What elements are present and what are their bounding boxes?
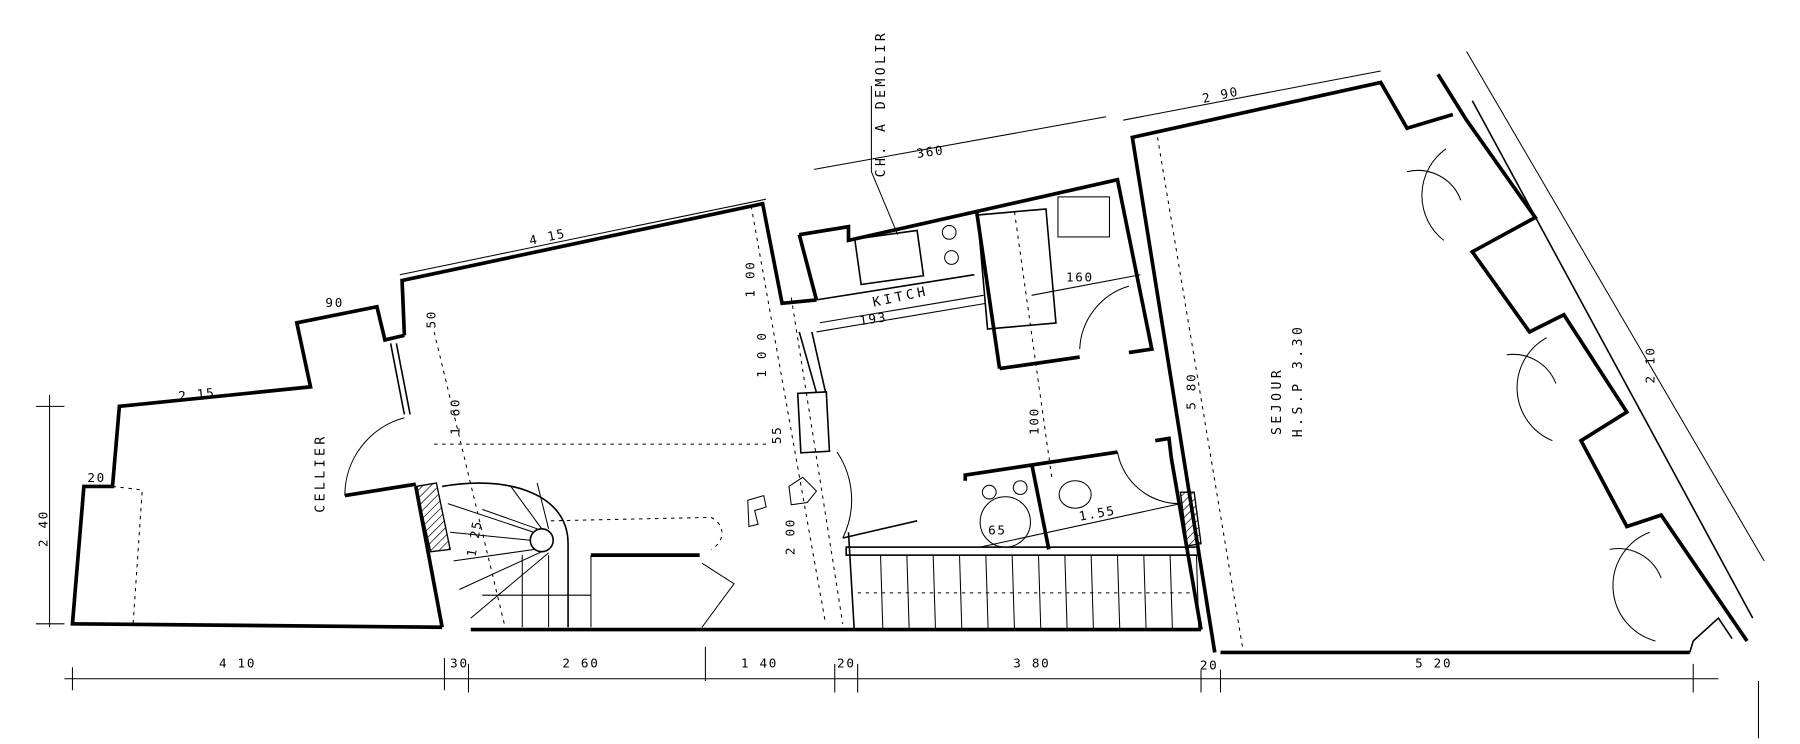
bottom-dim-label: 3 80 <box>1013 655 1050 670</box>
bottom-dim-label: 1 40 <box>741 655 778 670</box>
fixture-icon <box>747 494 767 528</box>
sejour-walls <box>1130 73 1754 655</box>
bottom-dim-label: 4 10 <box>219 655 256 670</box>
kitchen-bath <box>797 85 1154 481</box>
dim-label: 2 40 <box>35 510 50 547</box>
dim-label: 2 90 <box>1201 84 1240 106</box>
dim-label: 2 15 <box>178 385 217 404</box>
bottom-dim-label: 2 60 <box>562 655 599 670</box>
stair-riser <box>959 555 963 630</box>
cellier-walls <box>70 304 444 630</box>
dim-label: 360 <box>915 142 945 161</box>
dim-label: 1.55 <box>1078 503 1117 524</box>
stair-riser <box>1195 555 1200 630</box>
dimension-lines <box>35 51 1765 739</box>
dim-label: 55 <box>769 426 784 445</box>
dim-label: 1 0 0 <box>754 331 769 377</box>
stair-riser <box>932 555 936 630</box>
stair-riser <box>1064 555 1068 630</box>
dim-label: 1 25 <box>464 519 485 558</box>
dim-label: 1 60 <box>447 398 462 435</box>
dim-label: 90 <box>325 295 344 310</box>
stair-riser <box>1037 555 1042 630</box>
dim-label: 5 80 <box>1183 373 1198 410</box>
dim-label: 50 <box>423 310 438 329</box>
stair-riser <box>1116 555 1121 630</box>
dim-label: 2 10 <box>1642 346 1657 383</box>
bottom-dim-label: 5 20 <box>1415 655 1452 670</box>
dim-label: 2 00 <box>783 518 798 555</box>
straight-stair <box>470 532 1202 632</box>
dim-label: 100 <box>1026 407 1041 435</box>
stair-riser <box>1143 555 1147 630</box>
bottom-dim-label: 20 <box>1200 658 1219 673</box>
note-demolish: CH. A DEMOLIR <box>874 30 889 178</box>
stair-riser <box>880 555 884 630</box>
dim-label: 193 <box>858 309 888 328</box>
spiral-stair <box>414 482 735 628</box>
arrow-icon <box>788 476 818 506</box>
dim-label: 160 <box>1066 270 1094 285</box>
room-label-cellier: CELLIER <box>313 433 328 512</box>
stair-riser <box>906 555 910 630</box>
dim-label: 65 <box>988 523 1007 538</box>
main-room-walls <box>400 201 918 628</box>
room-label-sejour: SEJOUR <box>1270 367 1285 435</box>
bottom-dim-label: 30 <box>450 655 469 670</box>
stair-riser <box>1169 555 1173 630</box>
stair-riser <box>1090 555 1094 630</box>
dim-label: 1 00 <box>743 260 758 297</box>
dim-label: 20 <box>87 470 106 485</box>
bottom-dim-label: 20 <box>837 655 856 670</box>
stair-riser <box>985 555 989 630</box>
room-label-kitchen: KITCH <box>871 284 930 310</box>
room-label-sejour-height: H.S.P 3.30 <box>1291 324 1306 438</box>
stair-riser <box>1011 555 1015 630</box>
